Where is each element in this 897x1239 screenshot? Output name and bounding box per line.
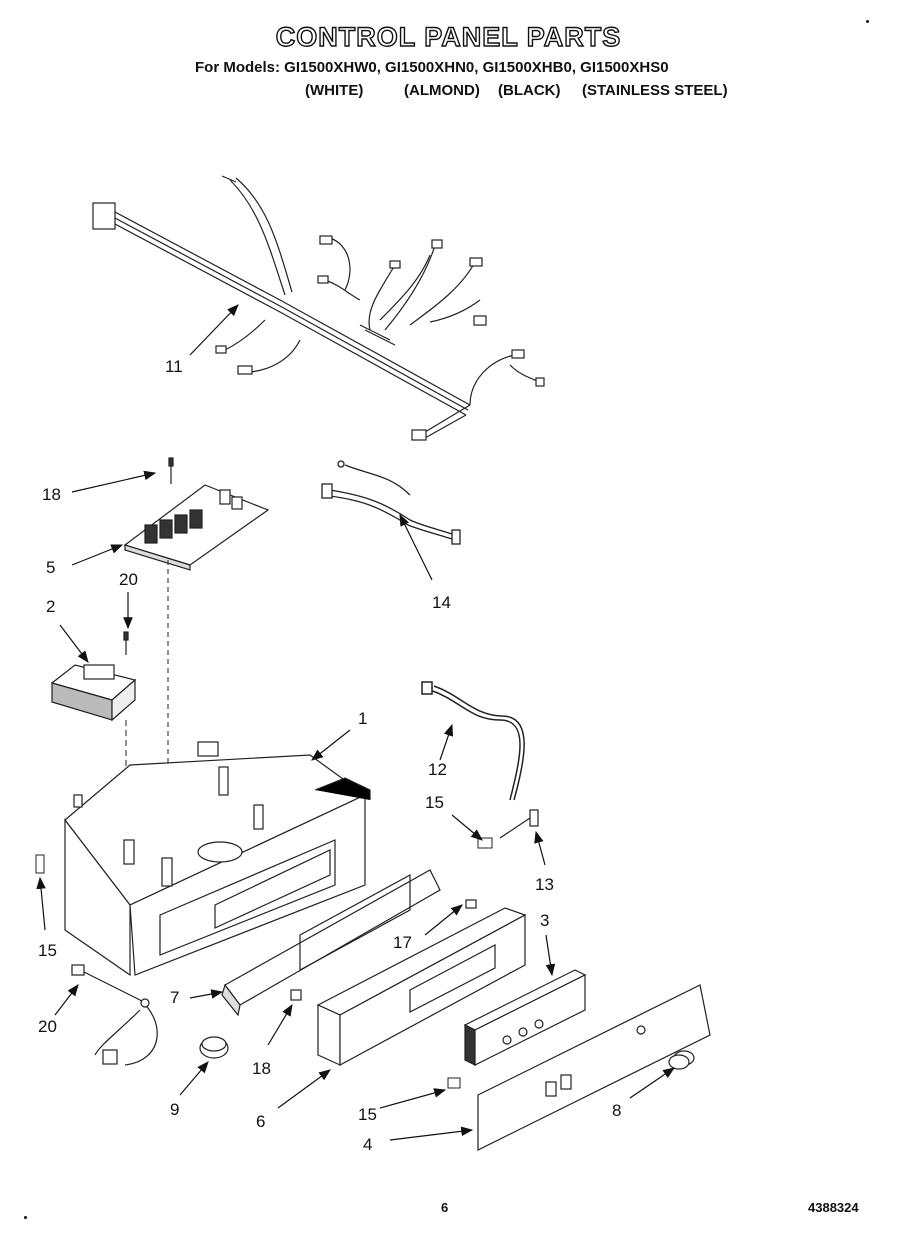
callout-18b: 20 [119, 570, 138, 589]
callout-labels: 11 18 5 20 2 1 14 12 15 13 3 17 15 7 20 … [38, 357, 621, 1154]
bracket-part [221, 869, 441, 1017]
wire-harness-part [92, 175, 545, 441]
harness-12-part [421, 681, 525, 801]
callout-20: 20 [38, 1017, 57, 1036]
button-part [199, 1036, 229, 1059]
screw-16-part [465, 899, 477, 909]
transformer-part [50, 631, 137, 722]
callout-12: 12 [428, 760, 447, 779]
switch-13-part [499, 809, 539, 839]
callout-9: 9 [170, 1100, 179, 1119]
leader-arrows [36, 304, 675, 1141]
colors-line: (WHITE) (ALMOND) (BLACK) (STAINLESS STEE… [0, 82, 897, 102]
callout-15c: 15 [358, 1105, 377, 1124]
color-almond: (ALMOND) [404, 82, 480, 99]
callout-15a: 15 [425, 793, 444, 812]
callout-1: 1 [358, 709, 367, 728]
overlay-part [477, 984, 711, 1151]
document-code: 4388324 [808, 1200, 859, 1215]
control-board-part [123, 457, 270, 571]
clip-part [290, 989, 302, 1001]
corner-mark [866, 20, 869, 23]
knob-part [668, 1050, 695, 1070]
color-white: (WHITE) [305, 82, 364, 99]
console-part [316, 907, 527, 1067]
callout-13: 13 [535, 875, 554, 894]
screw-15-part [447, 1077, 461, 1089]
page-number: 6 [441, 1200, 449, 1215]
touchpad-part [463, 969, 587, 1066]
page-title: CONTROL PANEL PARTS [275, 21, 622, 52]
models-prefix: For Models: [195, 59, 280, 76]
header: CONTROL PANEL PARTS [0, 21, 897, 53]
wire-20-part [71, 964, 158, 1066]
callout-11: 11 [165, 357, 183, 376]
callout-3: 3 [540, 911, 549, 930]
harness-part [321, 460, 461, 545]
color-black: (BLACK) [498, 82, 561, 99]
corner-mark [24, 1216, 27, 1219]
callout-2: 2 [46, 597, 55, 616]
models-list: GI1500XHW0, GI1500XHN0, GI1500XHB0, GI15… [284, 59, 669, 76]
callout-8: 7 [170, 988, 179, 1007]
callout-16: 17 [393, 933, 412, 952]
callout-15b: 15 [38, 941, 57, 960]
callout-18a: 18 [42, 485, 61, 504]
callout-4: 4 [363, 1135, 372, 1154]
callout-7: 8 [612, 1101, 621, 1120]
callout-14: 14 [432, 593, 451, 612]
screw-15-part [477, 837, 493, 849]
models-line: For Models: GI1500XHW0, GI1500XHN0, GI15… [195, 59, 669, 76]
base-housing-part [64, 741, 371, 977]
callout-6: 6 [256, 1112, 265, 1131]
color-stainless: (STAINLESS STEEL) [582, 82, 728, 99]
callout-17: 18 [252, 1059, 271, 1078]
screw-15-part [35, 854, 45, 874]
callout-5: 5 [46, 558, 55, 577]
